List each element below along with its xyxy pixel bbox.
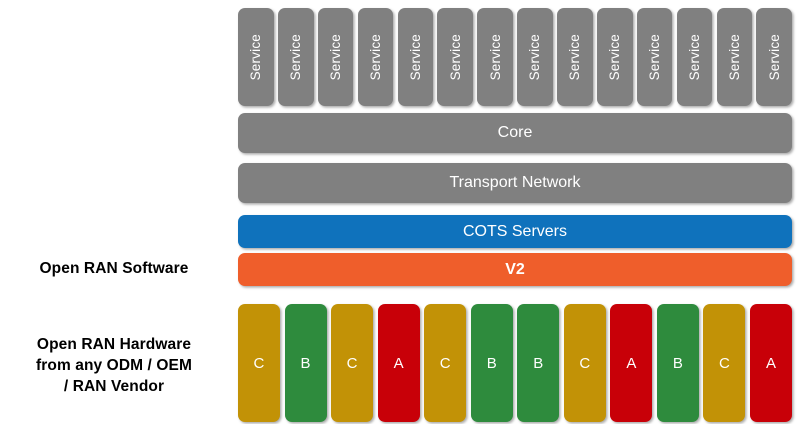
service-chip: Service [636,8,673,106]
v2-layer-box: V2 [238,253,792,286]
service-chip: Service [357,8,394,106]
open-ran-software-label-text: Open RAN Software [39,260,189,277]
hardware-chip-c: C [331,304,374,422]
hardware-chip-label: C [346,354,358,372]
service-chip-label: Service [647,33,663,81]
service-chip-label: Service [248,33,264,81]
hardware-chip-a: A [750,304,792,422]
service-chip: Service [437,8,474,106]
service-chip: Service [676,8,713,106]
service-chip: Service [716,8,753,106]
core-layer-row: Core [238,113,792,153]
services-layer-row: Service Service Service Service Service Servi… [238,8,793,106]
transport-layer-box: Transport Network [238,163,792,203]
service-chip-label: Service [527,33,543,81]
service-chip-label: Service [288,33,304,81]
service-chip-label: Service [487,33,503,81]
hardware-chip-label: A [626,354,637,372]
service-chip-label: Service [607,33,623,81]
hardware-chip-label: B [486,354,497,372]
hardware-chip-b: B [656,304,699,422]
hardware-chip-b: B [284,304,327,422]
cots-layer-box: COTS Servers [238,215,792,248]
service-chip-label: Service [328,33,344,81]
service-chip-label: Service [567,33,583,81]
service-chip-label: Service [447,33,463,81]
service-chip-label: Service [686,33,702,81]
service-chip: Service [277,8,314,106]
hardware-chip-a: A [610,304,653,422]
hardware-chip-c: C [424,304,467,422]
service-chip-label: Service [367,33,383,81]
core-layer-box: Core [238,113,792,153]
hardware-chip-label: C [719,354,730,372]
service-chip: Service [317,8,354,106]
service-chip: Service [517,8,553,106]
service-chip: Service [477,8,513,106]
transport-layer-row: Transport Network [238,163,792,203]
cots-layer-row: COTS Servers [238,215,792,248]
hardware-chip-c: C [238,304,280,422]
hardware-chip-c: C [703,304,746,422]
hardware-chip-c: C [563,304,606,422]
cots-layer-label: COTS Servers [462,222,567,240]
service-chip: Service [557,8,593,106]
service-chip: Service [238,8,274,106]
hardware-chip-b: B [470,304,513,422]
hardware-chip-label: B [533,354,544,372]
hardware-chip-label: A [765,354,776,372]
hardware-chip-label: A [393,354,404,372]
open-ran-hardware-label: Open RAN Hardware from any ODM / OEM / R… [0,334,228,397]
open-ran-software-label: Open RAN Software [0,258,228,279]
service-chip-label: Service [766,33,782,81]
hardware-chip-label: C [579,354,591,372]
open-ran-hardware-label-line2: from any ODM / OEM [36,357,192,374]
service-chip: Service [596,8,633,106]
service-chip-label: Service [407,33,423,81]
hardware-chip-b: B [517,304,560,422]
open-ran-hardware-label-line3: / RAN Vendor [63,378,165,395]
hardware-chip-label: C [253,354,265,372]
transport-layer-label: Transport Network [449,174,581,191]
service-chip-label: Service [726,33,742,81]
hardware-chip-label: C [439,354,451,372]
hardware-chip-label: B [300,354,311,372]
hardware-chip-a: A [377,304,420,422]
open-ran-hardware-label-line1: Open RAN Hardware [36,336,192,353]
layer-stack: Service Service Service Service Service Servi… [238,0,793,424]
hardware-chip-label: B [672,354,683,372]
service-chip: Service [756,8,793,106]
v2-layer-label: V2 [505,260,525,278]
core-layer-label: Core [497,124,533,141]
v2-layer-row: V2 [238,253,792,286]
service-chip: Service [397,8,434,106]
